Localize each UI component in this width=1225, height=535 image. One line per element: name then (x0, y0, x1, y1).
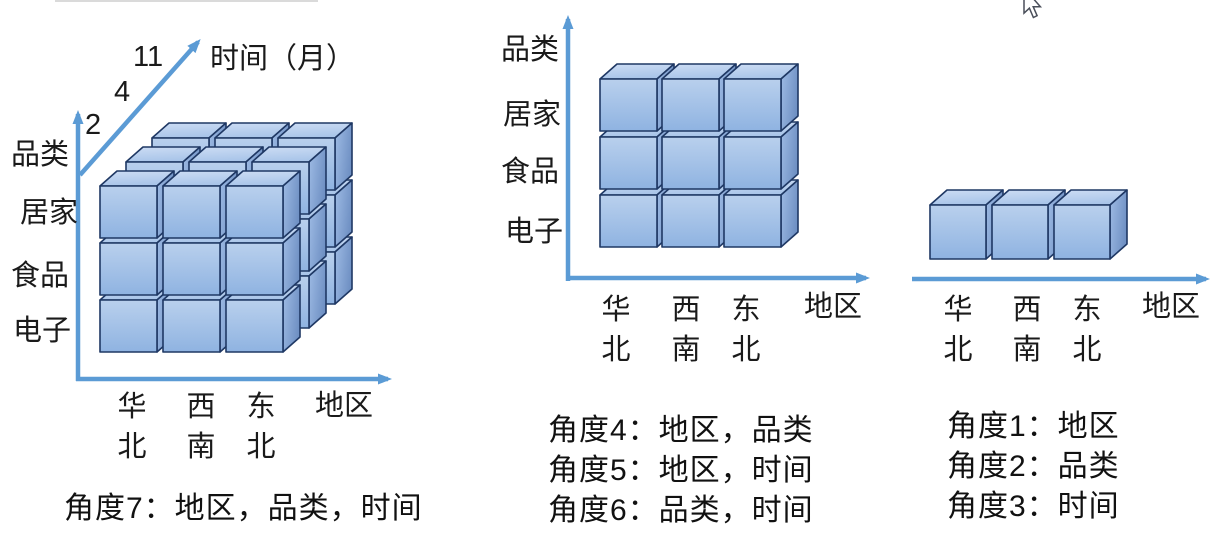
x-label-huabei-3d: 华 北 (117, 391, 147, 463)
x-label-dongbei-2d: 东 北 (731, 294, 761, 366)
axis-time-3d (78, 39, 201, 177)
x-label-xinan-2d: 西 南 (671, 294, 701, 366)
x-label-dongbei-3d: 东 北 (246, 391, 276, 463)
caption-angle7: 角度7：地区，品类，时间 (64, 492, 423, 525)
cube-grid-3x3x3 (99, 122, 353, 353)
cube-face (225, 299, 284, 353)
time-tick-2: 2 (85, 109, 102, 141)
x-label-huabei-1d: 华 北 (943, 294, 973, 366)
x-axis-title-3d: 地区 (315, 390, 374, 422)
caption-angle6: 角度6：品类，时间 (548, 494, 814, 527)
caption-angle1: 角度1：地区 (947, 410, 1120, 443)
cube-face (991, 204, 1049, 260)
mouse-cursor-icon (1023, 0, 1043, 19)
caption-angle2: 角度2：品类 (947, 450, 1120, 483)
x-label-huabei-2d: 华 北 (601, 294, 631, 366)
y-axis-title-2d: 品类 (501, 34, 560, 66)
time-axis-title: 时间（月） (210, 43, 356, 75)
cube-row-3x1 (929, 189, 1128, 260)
y-axis-title-3d: 品类 (11, 139, 70, 171)
x-label-dongbei-1d: 东 北 (1072, 294, 1102, 366)
y-label-jujia-3d: 居家 (20, 197, 79, 229)
cube-face (599, 78, 658, 132)
cube-face (225, 185, 284, 239)
cube-face (162, 185, 221, 239)
cube-face (99, 242, 158, 296)
y-label-dianzi-3d: 电子 (13, 315, 72, 347)
cube-face (723, 78, 782, 132)
cube-face (661, 78, 720, 132)
cube-face (661, 194, 720, 248)
cube-grid-3x3 (599, 63, 799, 248)
cube-face (599, 194, 658, 248)
x-label-xinan-3d: 西 南 (186, 391, 216, 463)
x-axis-title-2d: 地区 (804, 291, 863, 323)
y-label-dianzi-2d: 电子 (505, 216, 564, 248)
y-label-shipin-3d: 食品 (11, 260, 70, 292)
cube-face (723, 136, 782, 190)
x-label-xinan-1d: 西 南 (1012, 294, 1042, 366)
time-tick-11: 11 (133, 41, 164, 73)
caption-angle4: 角度4：地区，品类 (548, 414, 814, 447)
cube-face (929, 204, 987, 260)
cube-face (661, 136, 720, 190)
cube-face (99, 185, 158, 239)
cube-face (162, 242, 221, 296)
cube-face (1053, 204, 1111, 260)
y-label-shipin-2d: 食品 (501, 156, 560, 188)
time-tick-4: 4 (114, 76, 131, 108)
caption-angle3: 角度3：时间 (947, 490, 1120, 523)
cube-face (225, 242, 284, 296)
cube-face (99, 299, 158, 353)
cube-face (723, 194, 782, 248)
y-label-jujia-2d: 居家 (503, 99, 562, 131)
caption-angle5: 角度5：地区，时间 (548, 454, 814, 487)
x-axis-title-1d: 地区 (1142, 291, 1201, 323)
cube-face (599, 136, 658, 190)
cube-face (162, 299, 221, 353)
